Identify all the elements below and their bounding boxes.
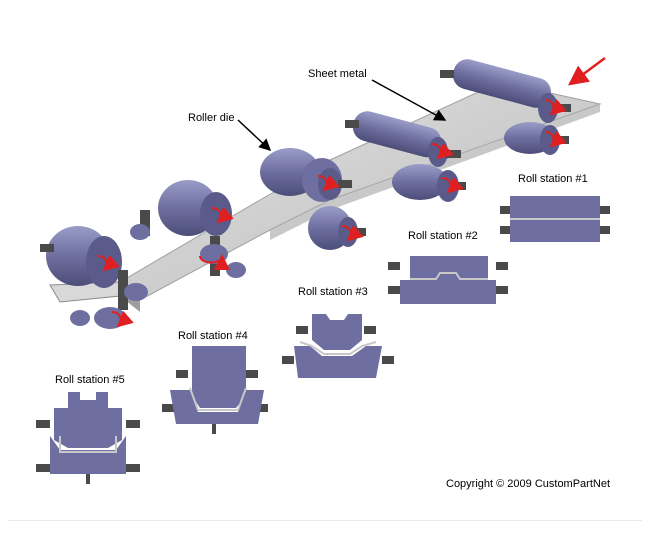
station-1-section bbox=[500, 196, 610, 242]
station-5-label: Roll station #5 bbox=[55, 374, 125, 386]
bottom-divider bbox=[8, 520, 642, 521]
sheet-metal-leader bbox=[371, 79, 447, 121]
roller-die-leader bbox=[237, 119, 272, 152]
roller-set-3 bbox=[260, 148, 366, 250]
station-4-label: Roll station #4 bbox=[178, 330, 248, 342]
copyright-notice: Copyright © 2009 CustomPartNet bbox=[446, 478, 611, 490]
station-2-label: Roll station #2 bbox=[408, 230, 478, 242]
roller-set-4 bbox=[130, 180, 246, 278]
sheet-metal-label: Sheet metal bbox=[308, 68, 367, 80]
station-1-label: Roll station #1 bbox=[518, 173, 588, 185]
roller-set-5 bbox=[40, 226, 148, 329]
station-3-section bbox=[282, 314, 394, 378]
station-3-label: Roll station #3 bbox=[298, 286, 368, 298]
station-2-section bbox=[388, 256, 508, 304]
roller-set-2 bbox=[345, 111, 466, 202]
station-5-section bbox=[36, 392, 140, 484]
station-4-section bbox=[162, 346, 268, 434]
roller-set-1 bbox=[440, 59, 571, 155]
roller-die-label: Roller die bbox=[188, 112, 235, 124]
feed-direction-arrow bbox=[567, 56, 606, 86]
